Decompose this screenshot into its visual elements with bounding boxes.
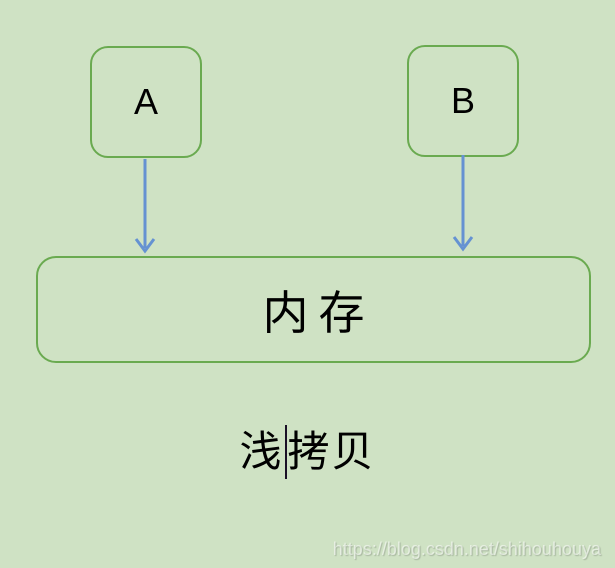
arrow-b-to-memory[interactable] — [452, 155, 474, 252]
node-b[interactable]: B — [407, 45, 519, 157]
text-caret — [284, 425, 287, 479]
node-a[interactable]: A — [90, 46, 202, 158]
node-b-label: B — [450, 80, 475, 121]
caption-text-before-caret: 浅 — [239, 427, 284, 476]
node-memory[interactable]: 内存 — [36, 256, 591, 363]
diagram-caption[interactable]: 浅拷贝 — [0, 418, 615, 482]
node-memory-label: 内存 — [262, 285, 375, 340]
watermark: https://blog.csdn.net/shihouhouya — [332, 539, 601, 559]
caption-text-after-caret: 拷贝 — [287, 427, 376, 476]
node-a-label: A — [133, 81, 158, 122]
arrow-a-to-memory[interactable] — [134, 159, 156, 254]
